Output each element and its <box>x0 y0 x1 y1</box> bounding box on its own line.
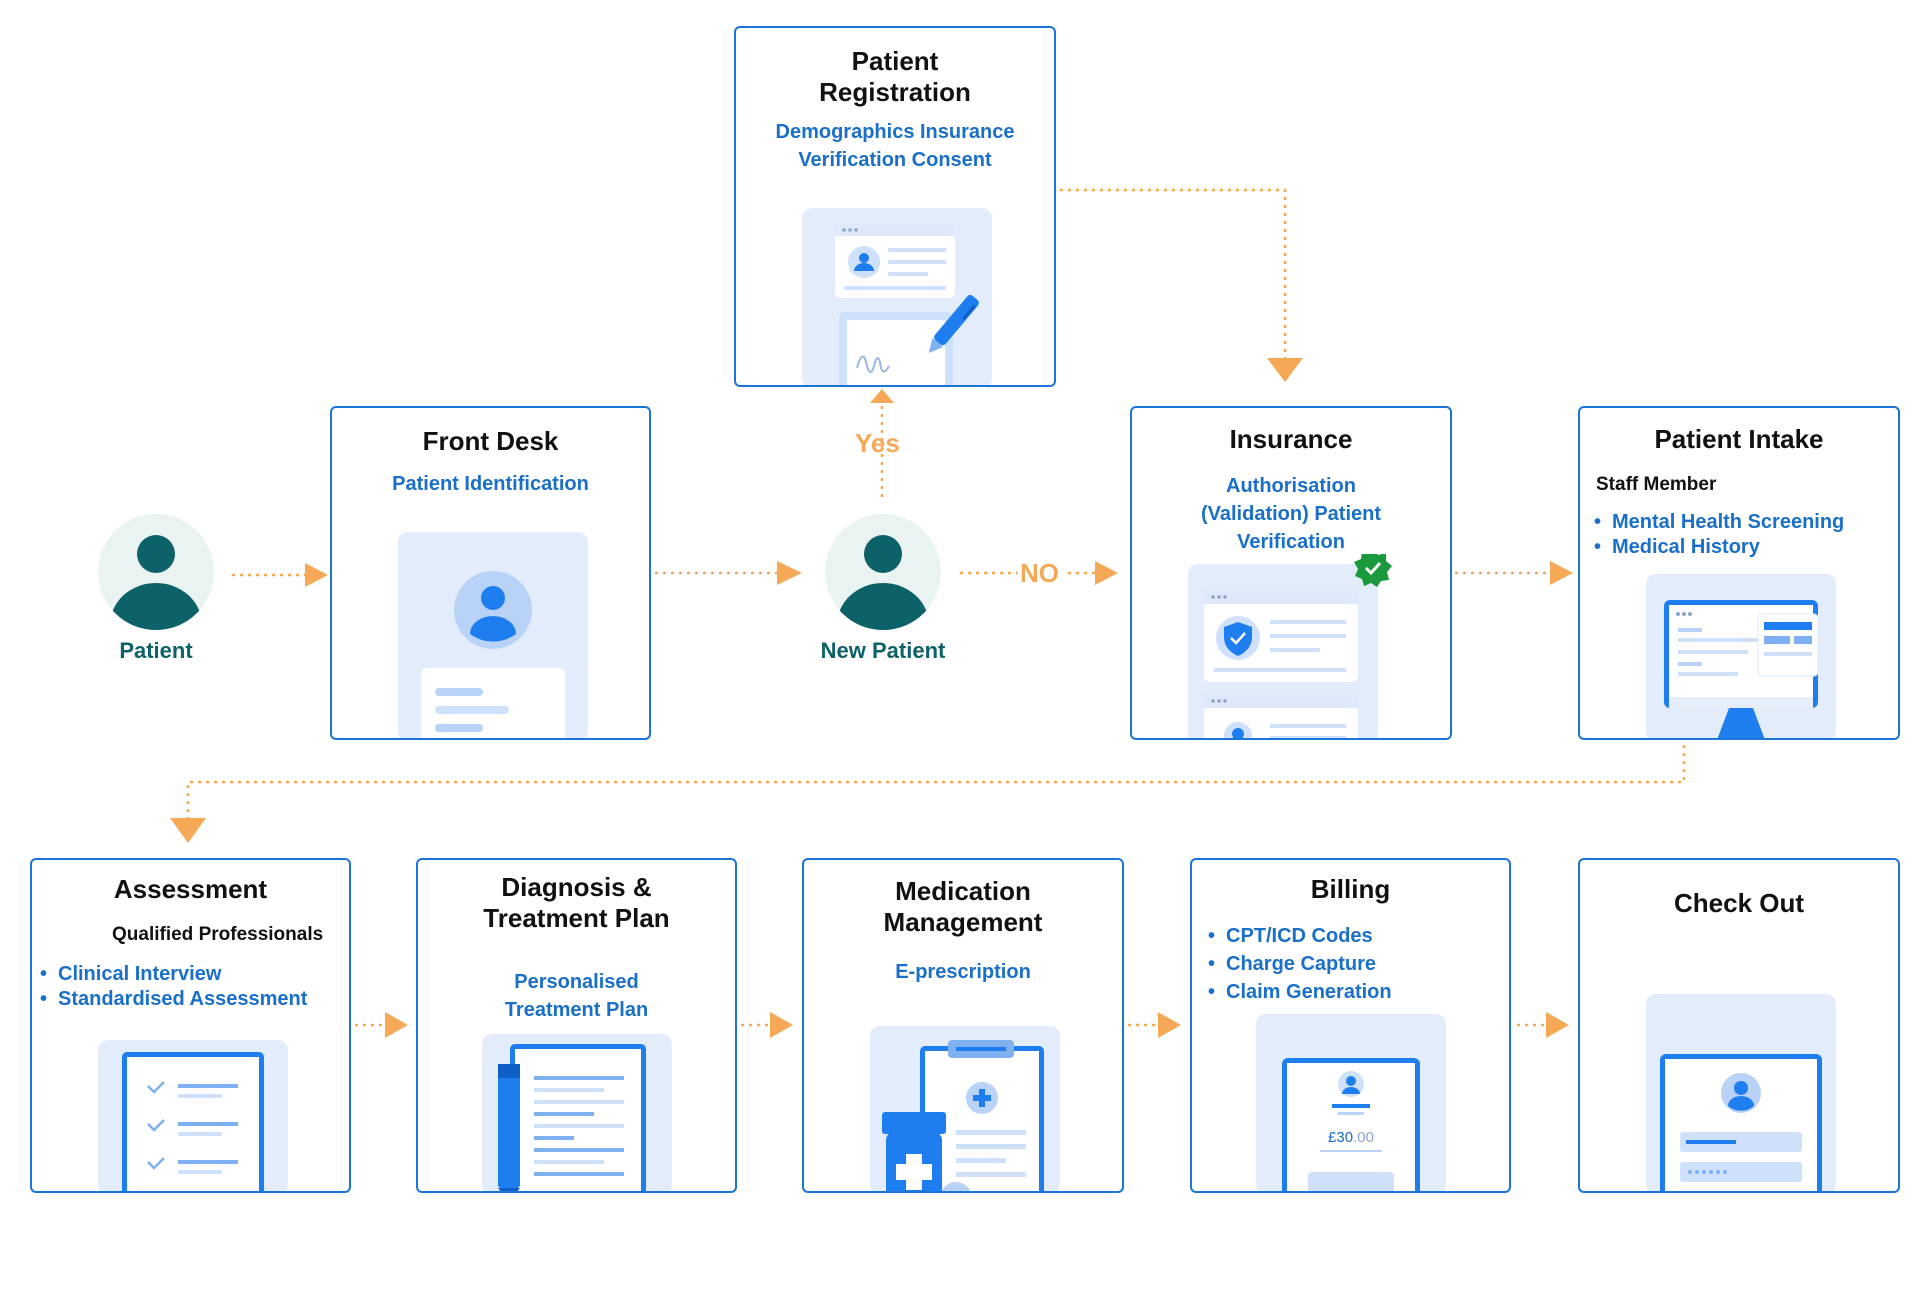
monitor-screening-icon <box>1646 574 1836 738</box>
intake-title: Patient Intake <box>1654 424 1824 454</box>
arrowhead <box>1158 1012 1181 1038</box>
arrowhead <box>385 1012 408 1038</box>
insurance-shield-icon <box>1188 554 1392 738</box>
patient-label: Patient <box>119 638 193 663</box>
medication-subtitle: E-prescription <box>895 961 1031 983</box>
billing-amount: £30 <box>1328 1129 1353 1146</box>
arrowhead <box>1550 561 1573 585</box>
front-desk-title: Front Desk <box>422 426 559 456</box>
list-item: Claim Generation <box>1208 978 1392 1006</box>
arrowhead <box>305 563 328 587</box>
list-item: Clinical Interview <box>40 962 307 987</box>
node-assessment: Assessment Qualified Professionals Clini… <box>30 858 351 1193</box>
list-item: Medical History <box>1594 535 1844 560</box>
node-front-desk: Front Desk Patient Identification <box>330 406 651 740</box>
node-billing: Billing CPT/ICD Codes Charge Capture Cla… <box>1190 858 1511 1193</box>
new-patient-avatar-icon <box>825 514 941 630</box>
arrowhead <box>870 389 894 403</box>
assessment-title: Assessment <box>113 874 268 904</box>
insurance-title: Insurance <box>1229 424 1353 454</box>
list-item: Mental Health Screening <box>1594 510 1844 535</box>
treatment-plan-icon <box>482 1034 672 1191</box>
checklist-icon <box>98 1040 288 1191</box>
arrowhead <box>1546 1012 1569 1038</box>
patient-avatar-icon <box>98 514 214 630</box>
edge-label-yes: Yes <box>855 428 900 458</box>
arrowhead <box>777 561 802 585</box>
connector-registration-insurance <box>1060 188 1287 358</box>
node-patient-registration: Patient Registration Demographics Insura… <box>734 26 1056 387</box>
intake-list: Mental Health Screening Medical History <box>1594 510 1844 560</box>
new-patient-label: New Patient <box>820 638 946 663</box>
assessment-staff-label: Qualified Professionals <box>112 924 324 945</box>
invoice-phone-icon: £30.00 <box>1256 1014 1446 1191</box>
node-patient-intake: Patient Intake Staff Member Mental Healt… <box>1578 406 1900 740</box>
billing-title: Billing <box>1310 874 1391 904</box>
node-insurance: Insurance Authorisation (Validation) Pat… <box>1130 406 1452 740</box>
front-desk-subtitle: Patient Identification <box>392 473 589 495</box>
node-diagnosis-treatment: Diagnosis & Treatment Plan Personalised … <box>416 858 737 1193</box>
edge-label-no: NO <box>1020 558 1059 588</box>
checkout-login-icon <box>1646 994 1836 1191</box>
billing-list: CPT/ICD Codes Charge Capture Claim Gener… <box>1208 922 1392 1006</box>
list-item: CPT/ICD Codes <box>1208 922 1392 950</box>
checkout-title: Check Out <box>1673 888 1805 918</box>
insurance-subtitle: Authorisation (Validation) Patient Verif… <box>1200 475 1382 553</box>
id-card-icon <box>398 532 588 738</box>
node-check-out: Check Out <box>1578 858 1900 1193</box>
diagnosis-title: Diagnosis & Treatment Plan <box>483 872 670 933</box>
registration-title: Patient Registration <box>819 46 971 107</box>
intake-staff-label: Staff Member <box>1596 474 1717 495</box>
list-item: Charge Capture <box>1208 950 1392 978</box>
connector-intake-assessment <box>186 745 1686 818</box>
medication-title: Medication Management <box>883 876 1043 937</box>
arrowhead <box>1267 358 1303 382</box>
billing-amount-cents: .00 <box>1353 1129 1374 1146</box>
diagnosis-subtitle: Personalised Treatment Plan <box>504 971 649 1021</box>
list-item: Standardised Assessment <box>40 987 307 1012</box>
node-medication-management: Medication Management E-prescription <box>802 858 1124 1193</box>
arrowhead <box>170 818 206 843</box>
arrowhead <box>1095 561 1118 585</box>
registration-subtitle: Demographics Insurance Verification Cons… <box>775 121 1015 171</box>
svg-text:£30.00: £30.00 <box>1328 1129 1374 1146</box>
assessment-list: Clinical Interview Standardised Assessme… <box>40 962 307 1012</box>
arrowhead <box>770 1012 793 1038</box>
prescription-icon <box>870 1026 1060 1191</box>
registration-form-icon <box>802 208 992 385</box>
